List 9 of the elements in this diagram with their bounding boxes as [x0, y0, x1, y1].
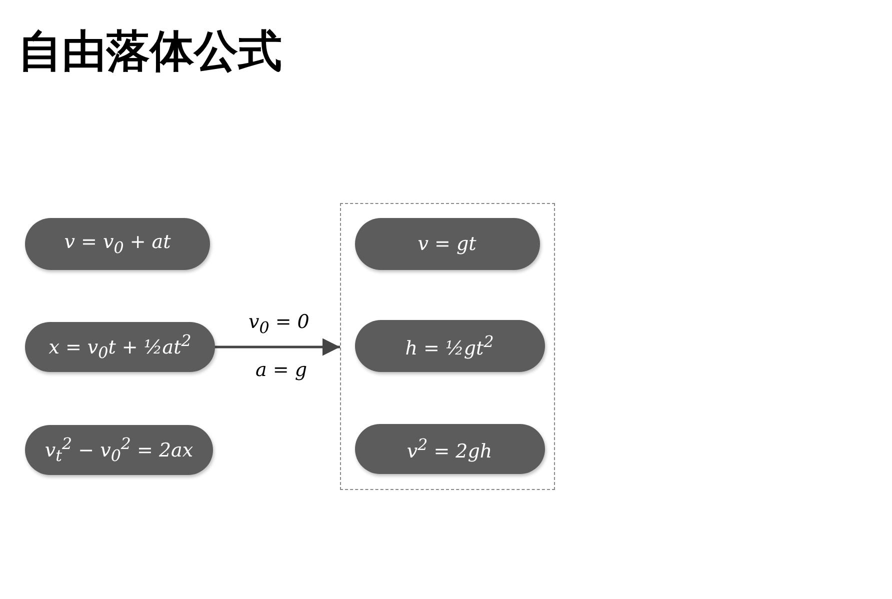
- arrow: [215, 338, 340, 356]
- formula-pill: x = v$_{0}$t + ½at$^{2}$: [25, 322, 215, 372]
- title: 自由落体公式: [18, 25, 282, 79]
- formula-pill: v = gt: [354, 218, 540, 270]
- dashed-group-box: [340, 203, 555, 490]
- formula-pill: h = ½gt$^{2}$: [354, 320, 544, 372]
- formula-pill: v$^{2}$ = 2gh: [354, 424, 544, 474]
- formula-pill: v$_{t}$$^{2}$ − v$_{0}$$^{2}$ = 2ax: [25, 425, 213, 475]
- formula-pill: v = v$_{0}$ + at: [25, 218, 210, 270]
